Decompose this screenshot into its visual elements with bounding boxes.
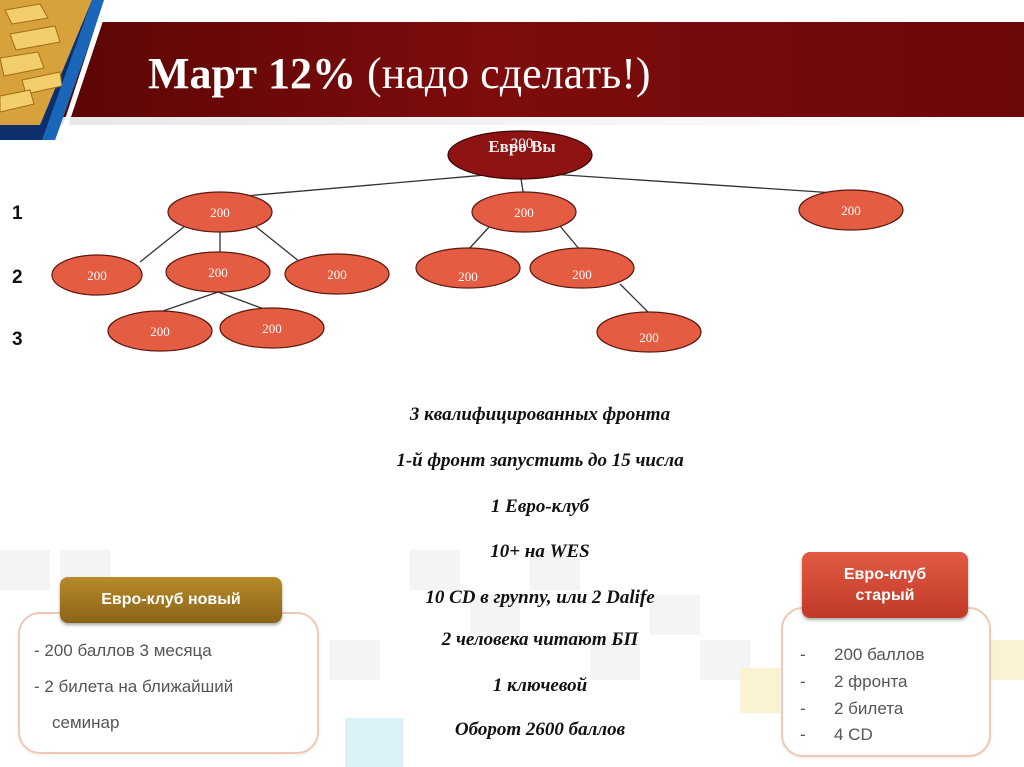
requirement-item: 1 Евро-клуб	[490, 496, 590, 517]
node-value: 200	[262, 321, 282, 336]
requirement-item: 10 CD в группу, или 2 Dalife	[425, 587, 655, 608]
tree-node	[415, 247, 521, 289]
club-old-title-line1: Евро-клуб	[843, 566, 927, 583]
tree-node	[165, 251, 271, 293]
club-old-bullet: -	[800, 672, 806, 691]
club-old-title: Евро-клуб старый	[802, 552, 968, 618]
club-new-title: Евро-клуб новый	[60, 577, 282, 623]
title-paren: (надо сделать!)	[367, 49, 651, 98]
root-label: Евро Вы	[488, 137, 555, 156]
requirement-item: 3 квалифицированных фронта	[409, 404, 671, 425]
gold-bars-corner-image	[0, 0, 110, 150]
node-value: 200	[639, 330, 659, 345]
node-value: 200	[514, 205, 534, 220]
club-old-item: 2 фронта	[834, 672, 908, 691]
level-label-2: 2	[12, 267, 23, 288]
club-old-item: 4 CD	[834, 725, 873, 744]
tree-node	[107, 310, 213, 352]
node-value: 200	[210, 205, 230, 220]
root-value: 200	[511, 136, 534, 152]
club-old-item: 2 билета	[834, 699, 904, 718]
requirement-item: Оборот 2600 баллов	[454, 719, 626, 740]
requirement-item: 1 ключевой	[492, 675, 588, 696]
root-node	[447, 130, 593, 180]
slide-title: Март 12% (надо сделать!)	[148, 44, 651, 104]
club-old-bullet: -	[800, 725, 806, 744]
tree-node	[596, 311, 702, 353]
node-value: 200	[458, 269, 478, 284]
node-value: 200	[208, 265, 228, 280]
club-old-bullet: -	[800, 645, 806, 664]
node-value: 200	[572, 267, 592, 282]
tree-node	[471, 191, 577, 233]
level-label-1: 1	[12, 203, 23, 224]
club-old-bullet: -	[800, 699, 806, 718]
tree-node	[167, 191, 273, 233]
club-old-title-line2: старый	[855, 587, 915, 604]
club-new-line: - 200 баллов 3 месяца	[34, 641, 212, 660]
club-new-line: семинар	[52, 713, 120, 732]
requirement-item: 10+ на WES	[490, 541, 590, 562]
title-main: Март 12%	[148, 49, 357, 98]
header-stripe	[60, 117, 1024, 125]
team-tree-diagram: 200 200 200 200 200 200 200 200 200 200 …	[51, 130, 904, 353]
node-value: 200	[327, 267, 347, 282]
tree-node	[798, 189, 904, 231]
header-band	[60, 22, 1024, 117]
node-value: 200	[841, 203, 861, 218]
level-label-3: 3	[12, 329, 23, 350]
tree-node	[284, 253, 390, 295]
tree-node	[219, 307, 325, 349]
node-value: 200	[150, 324, 170, 339]
club-new-line: - 2 билета на ближайший	[34, 677, 234, 696]
tree-node	[529, 247, 635, 289]
tree-node	[51, 254, 143, 296]
requirement-item: 2 человека читают БП	[441, 629, 639, 650]
club-old-card	[781, 607, 991, 757]
requirement-item: 1-й фронт запустить до 15 числа	[396, 450, 684, 471]
node-value: 200	[87, 268, 107, 283]
club-old-item: 200 баллов	[834, 645, 925, 664]
